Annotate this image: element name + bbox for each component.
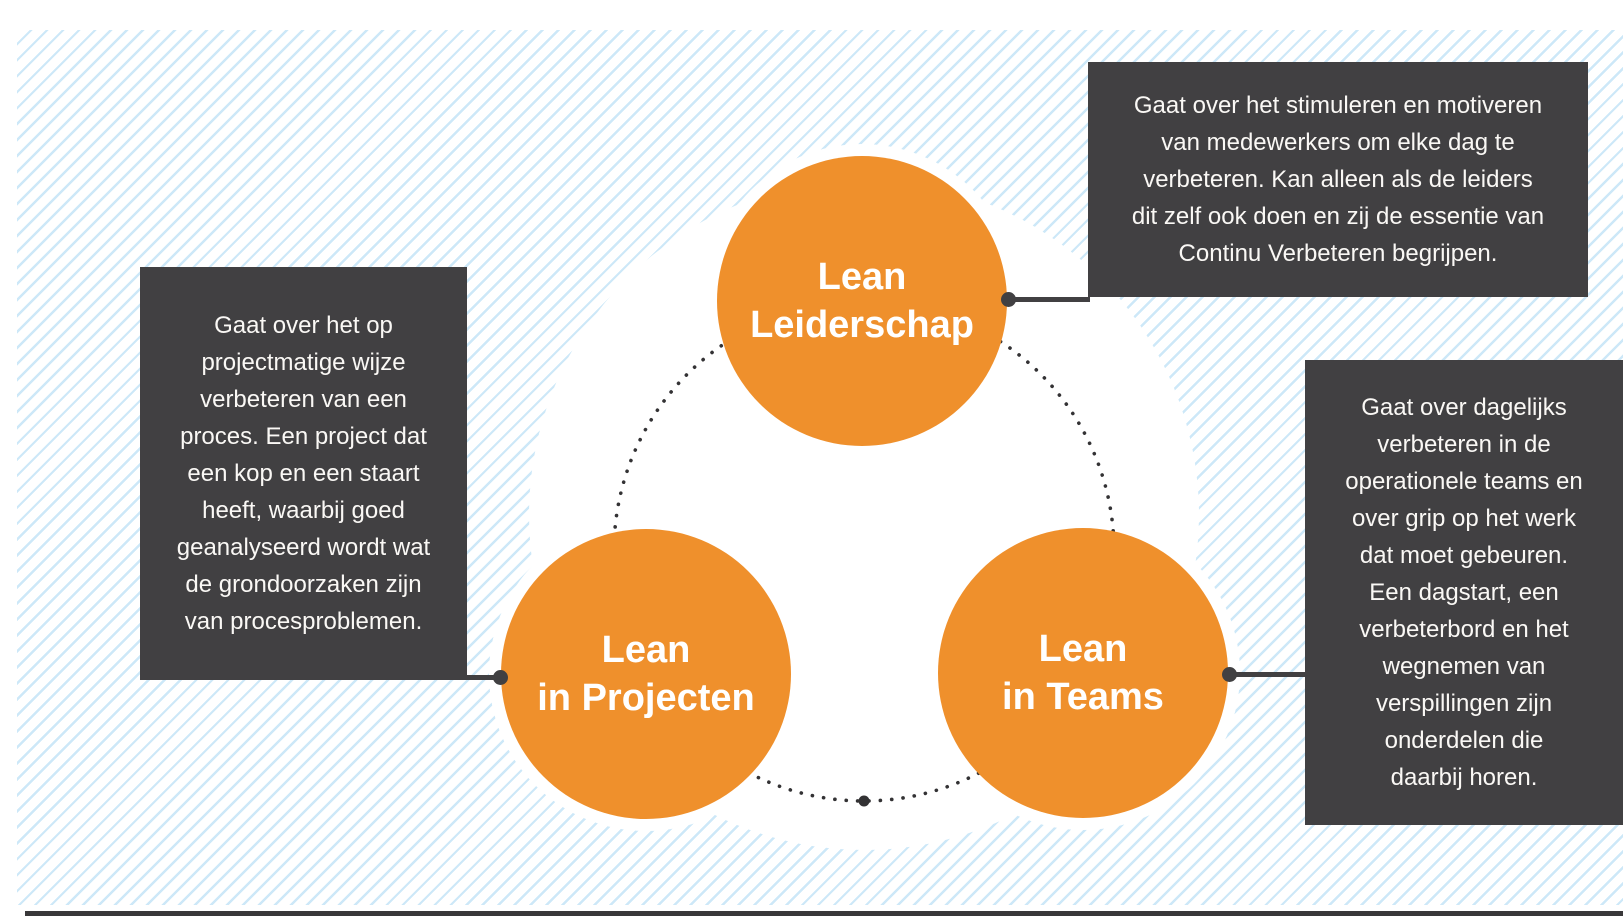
circle-lean-in-projecten: Lean in Projecten (501, 529, 791, 819)
callout-teams: Gaat over dagelijks verbeteren in de ope… (1305, 360, 1623, 825)
callout-projecten-text: Gaat over het op projectmatige wijze ver… (176, 312, 431, 635)
connector-dot-leiderschap-icon (1001, 292, 1016, 307)
cycle-bottom-dot-icon (858, 795, 870, 807)
callout-leiderschap-text: Gaat over het stimuleren en motiveren va… (1131, 92, 1545, 267)
circle-lean-in-teams: Lean in Teams (938, 528, 1228, 818)
callout-teams-text: Gaat over dagelijks verbeteren in de ope… (1345, 394, 1583, 791)
connector-dot-teams-icon (1222, 667, 1237, 682)
bottom-divider-rule (25, 911, 1623, 916)
callout-projecten: Gaat over het op projectmatige wijze ver… (140, 267, 467, 680)
connector-line-projecten (465, 675, 501, 680)
connector-line-teams (1229, 672, 1307, 677)
connector-line-leiderschap (1008, 297, 1090, 302)
circle-lean-leiderschap: Lean Leiderschap (717, 156, 1007, 446)
callout-leiderschap: Gaat over het stimuleren en motiveren va… (1088, 62, 1588, 297)
circle-lean-in-projecten-label: Lean in Projecten (537, 629, 755, 719)
circle-lean-in-teams-label: Lean in Teams (1002, 628, 1164, 718)
connector-dot-projecten-icon (493, 670, 508, 685)
circle-lean-leiderschap-label: Lean Leiderschap (750, 256, 974, 346)
